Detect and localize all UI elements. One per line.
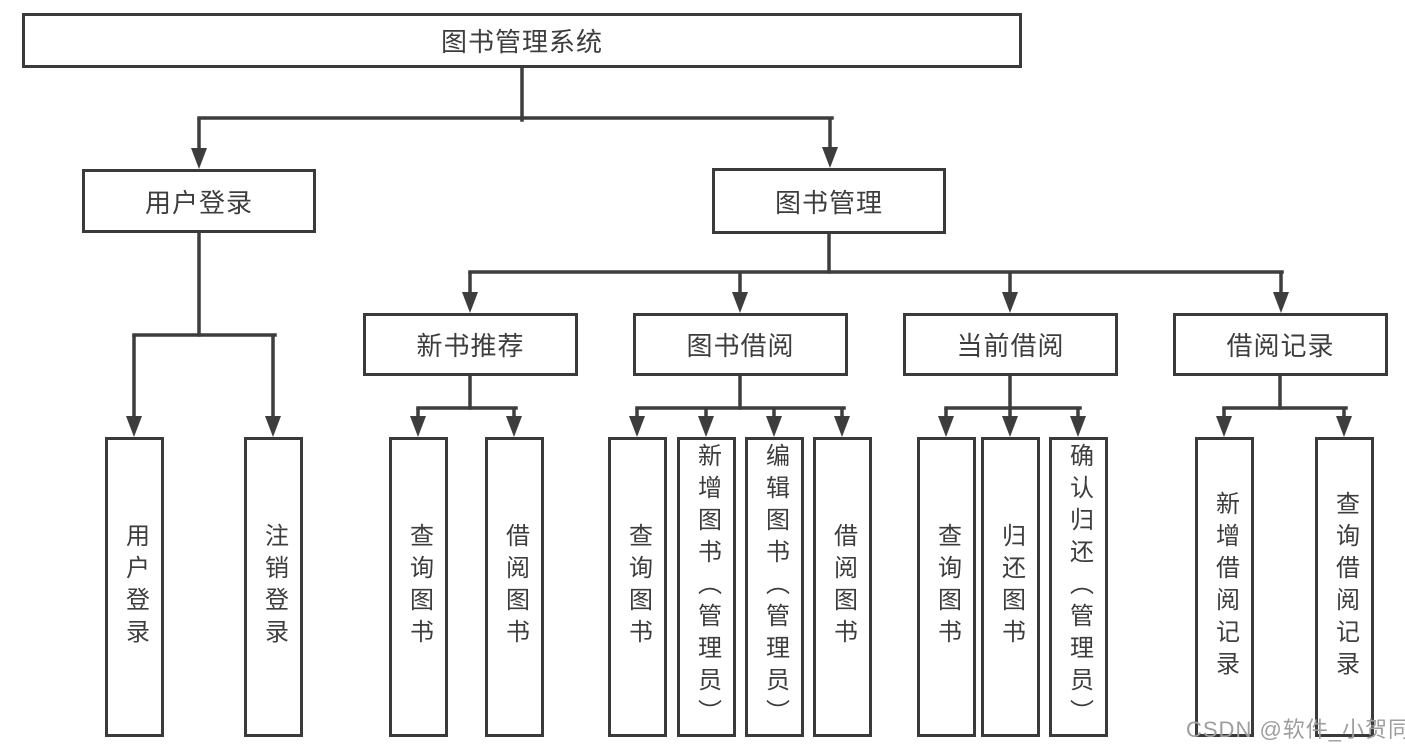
watermark: CSDN @软件_小贺同学	[1186, 717, 1405, 742]
node-label: 确认归还（管理员）	[1065, 443, 1093, 731]
leaf-return-books: 归还图书	[981, 437, 1040, 737]
node-label: 图书借阅	[686, 331, 795, 361]
node-label: 编辑图书（管理员）	[761, 443, 789, 731]
node-label: 借阅图书	[829, 523, 857, 651]
leaf-add-borrow-record: 新增借阅记录	[1195, 437, 1254, 737]
node-label: 新增借阅记录	[1211, 491, 1239, 683]
node-label: 归还图书	[997, 523, 1025, 651]
node-new-book-recommendation: 新书推荐	[363, 313, 578, 376]
node-label: 借阅记录	[1226, 331, 1335, 361]
leaf-query-books-borrow: 查询图书	[608, 437, 667, 737]
node-label: 当前借阅	[956, 331, 1065, 361]
node-label: 查询借阅记录	[1331, 491, 1359, 683]
node-label: 用户登录	[121, 523, 149, 651]
leaf-borrow-books-recommend: 借阅图书	[485, 437, 544, 737]
node-user-login: 用户登录	[82, 169, 316, 233]
leaf-query-books-recommend: 查询图书	[389, 437, 448, 737]
node-label: 借阅图书	[501, 523, 529, 651]
node-label: 用户登录	[144, 187, 253, 218]
leaf-confirm-return-admin: 确认归还（管理员）	[1049, 437, 1108, 737]
node-label: 查询图书	[624, 523, 652, 651]
leaf-logout: 注销登录	[244, 437, 303, 737]
node-borrowing-records: 借阅记录	[1173, 313, 1388, 376]
node-label: 图书管理	[774, 187, 883, 218]
leaf-query-borrow-record: 查询借阅记录	[1315, 437, 1374, 737]
node-label: 图书管理系统	[440, 27, 603, 57]
node-book-management: 图书管理	[712, 168, 946, 234]
node-library-management-system: 图书管理系统	[22, 13, 1022, 68]
node-label: 查询图书	[933, 523, 961, 651]
node-current-borrowing: 当前借阅	[903, 313, 1118, 376]
node-label: 注销登录	[260, 523, 288, 651]
leaf-borrow-books: 借阅图书	[813, 437, 872, 737]
leaf-edit-books-admin: 编辑图书（管理员）	[745, 437, 804, 737]
node-label: 新增图书（管理员）	[693, 443, 721, 731]
leaf-user-login: 用户登录	[105, 437, 164, 737]
leaf-add-books-admin: 新增图书（管理员）	[677, 437, 736, 737]
node-label: 新书推荐	[416, 331, 525, 361]
node-book-borrowing: 图书借阅	[633, 313, 848, 376]
leaf-query-books-current: 查询图书	[917, 437, 976, 737]
node-label: 查询图书	[405, 523, 433, 651]
